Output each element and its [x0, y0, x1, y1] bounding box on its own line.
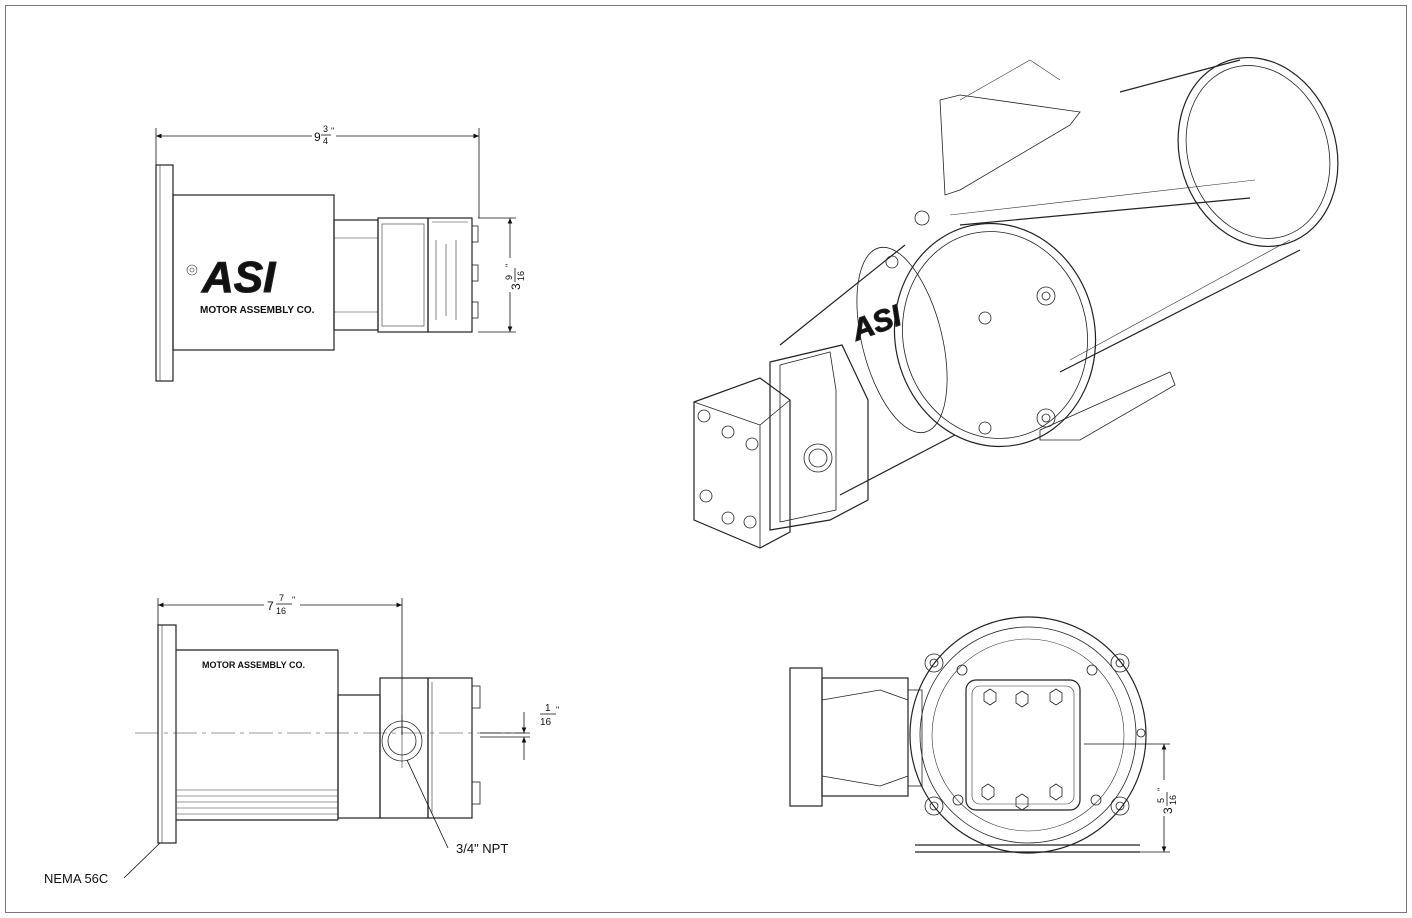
svg-text:7: 7: [279, 593, 284, 603]
svg-text:3: 3: [323, 124, 328, 134]
top-view: ASI MOTOR ASSEMBLY CO. 9 3 4: [155, 124, 526, 382]
svg-text:": ": [292, 595, 295, 605]
svg-text:16: 16: [516, 271, 526, 281]
svg-text:3: 3: [509, 283, 523, 290]
drawing-border: [5, 5, 1407, 913]
svg-text:4: 4: [323, 136, 328, 146]
svg-text:9: 9: [314, 130, 321, 144]
port-callout: 3/4" NPT: [456, 841, 508, 856]
svg-text:": ": [556, 705, 559, 715]
asi-logo-top: ASI MOTOR ASSEMBLY CO.: [186, 253, 315, 316]
side-tagline: MOTOR ASSEMBLY CO.: [202, 660, 305, 670]
side-view: MOTOR ASSEMBLY CO. 7 7 1: [44, 593, 559, 886]
svg-text:5: 5: [1156, 798, 1166, 803]
dim-side-length: 7 7 16 ": [267, 593, 295, 616]
svg-text:9: 9: [504, 275, 514, 280]
logo-tagline: MOTOR ASSEMBLY CO.: [200, 305, 315, 316]
svg-text:": ": [504, 264, 514, 267]
dim-side-offset: 1 16 ": [540, 703, 559, 728]
svg-text:3: 3: [1161, 807, 1175, 814]
dim-top-length: 9 3 4 ": [314, 124, 334, 146]
iso-logo: ASI: [847, 299, 907, 348]
logo-text: ASI: [201, 253, 276, 302]
end-view: 3 5 16 ": [789, 616, 1178, 854]
dim-top-height: 3 9 16 ": [504, 264, 526, 290]
svg-text:16: 16: [1168, 795, 1178, 805]
svg-text:1: 1: [545, 703, 551, 714]
svg-text:16: 16: [276, 606, 286, 616]
flange-callout: NEMA 56C: [44, 871, 108, 886]
dim-end-height: 3 5 16 ": [1156, 788, 1178, 814]
svg-text:": ": [1156, 788, 1166, 791]
svg-text:": ": [331, 126, 334, 136]
svg-text:7: 7: [267, 599, 274, 613]
isometric-view: ASI: [693, 56, 1339, 549]
svg-text:16: 16: [540, 717, 552, 728]
